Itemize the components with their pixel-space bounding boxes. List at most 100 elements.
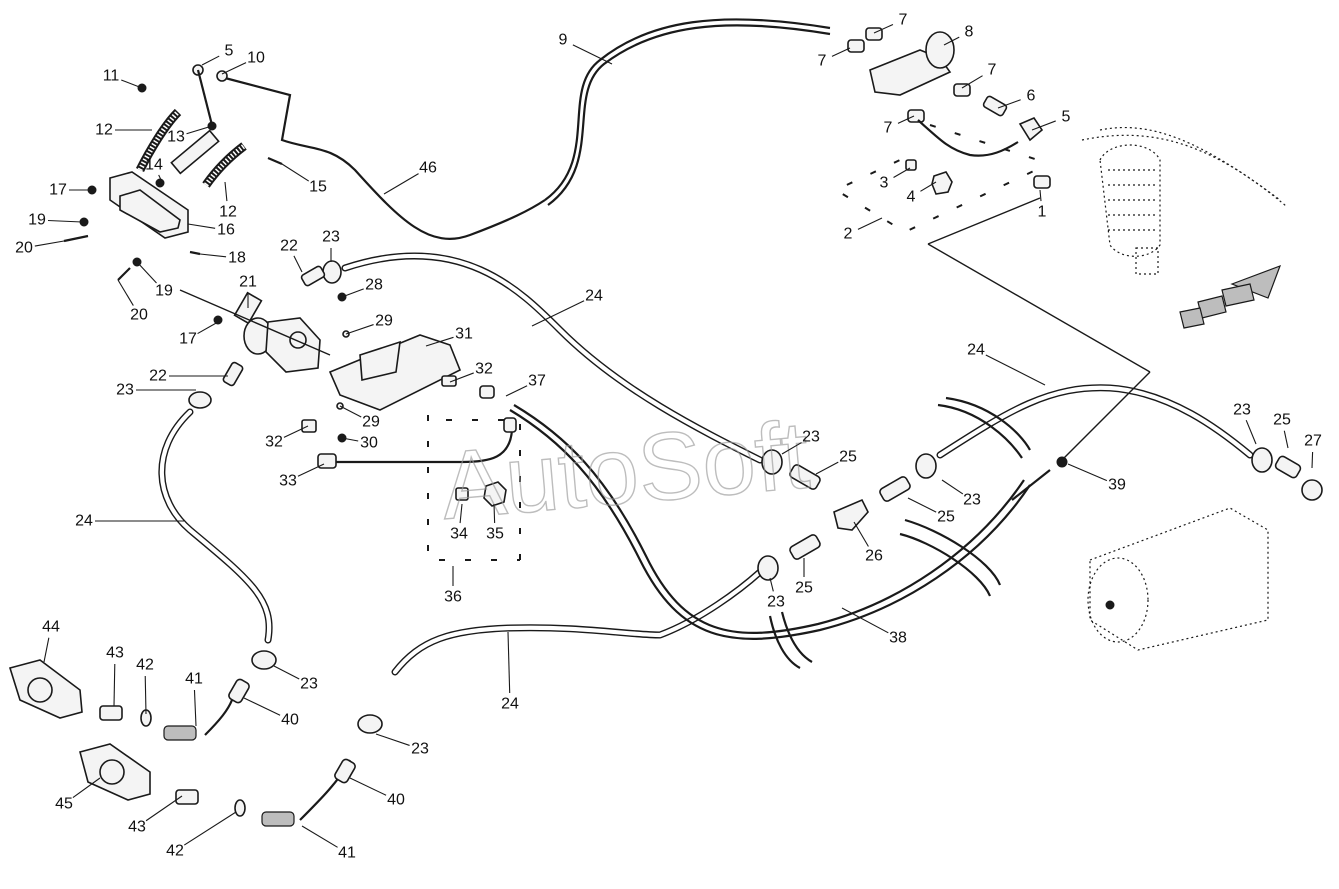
callout-label-c25c: 25 <box>937 509 955 526</box>
callout-label-c19a: 19 <box>28 212 46 229</box>
callout-label-c7c: 7 <box>988 62 997 79</box>
callout-label-c21: 21 <box>239 274 257 291</box>
callout-label-c32b: 32 <box>265 434 283 451</box>
leader-c32b <box>283 425 309 438</box>
leader-c41a <box>193 689 197 727</box>
frame-beams <box>768 396 1031 669</box>
leader-c31 <box>425 336 454 347</box>
leader-c18 <box>199 253 227 258</box>
leader-c3 <box>893 167 911 178</box>
leader-c25b <box>1283 430 1289 449</box>
leader-c7c <box>961 75 983 89</box>
callout-label-c1: 1 <box>1038 204 1047 221</box>
leader-c24d <box>507 631 511 694</box>
leader-c38 <box>841 607 889 634</box>
callout-label-c38: 38 <box>889 630 907 647</box>
leader-c17b <box>197 321 219 335</box>
leader-c5b <box>1031 120 1056 131</box>
callout-label-c42a: 42 <box>136 657 154 674</box>
callout-label-c24b: 24 <box>967 342 985 359</box>
leader-c41b <box>301 825 338 848</box>
callout-label-c41b: 41 <box>338 845 356 862</box>
leader-c23h <box>375 733 410 746</box>
leader-c8 <box>943 36 960 46</box>
callout-label-c32a: 32 <box>475 361 493 378</box>
callout-label-c17a: 17 <box>49 182 67 199</box>
callout-label-c2: 2 <box>844 226 853 243</box>
brake-pedal-assembly <box>63 64 283 325</box>
leader-c16 <box>187 223 216 229</box>
leader-c30 <box>341 437 359 442</box>
callout-label-c30: 30 <box>360 435 378 452</box>
callout-label-c5b: 5 <box>1062 109 1071 126</box>
couplings <box>789 455 1323 560</box>
callout-label-c23e: 23 <box>1233 402 1251 419</box>
callout-label-c3: 3 <box>880 175 889 192</box>
callout-label-c27: 27 <box>1304 433 1322 450</box>
leader-c37 <box>505 385 528 397</box>
callout-label-c29a: 29 <box>375 313 393 330</box>
callout-label-c17b: 17 <box>179 331 197 348</box>
leader-c24a <box>531 300 585 327</box>
leader-c12b <box>224 181 228 202</box>
callout-label-c22a: 22 <box>280 238 298 255</box>
leader-c29b <box>339 405 362 418</box>
leader-c33 <box>297 463 325 477</box>
leader-c44 <box>43 637 50 663</box>
callout-label-c20a: 20 <box>15 240 33 257</box>
callout-label-c11: 11 <box>103 68 120 85</box>
leader-c42b <box>183 811 237 846</box>
callout-label-c41a: 41 <box>185 671 203 688</box>
callout-label-c24c: 24 <box>75 513 93 530</box>
leader-c4 <box>920 181 937 192</box>
leader-c23c <box>781 442 802 455</box>
callout-label-c25b: 25 <box>1273 412 1291 429</box>
leader-c15 <box>281 163 310 182</box>
leader-c42a <box>144 675 147 715</box>
leader-c22a <box>293 255 303 273</box>
leader-c23g <box>273 665 300 680</box>
callout-label-c36: 36 <box>444 589 462 606</box>
callout-label-c12a: 12 <box>95 122 113 139</box>
leader-c10 <box>221 62 247 75</box>
callout-label-c24a: 24 <box>585 288 603 305</box>
callout-label-c23b: 23 <box>116 382 134 399</box>
callout-label-c23h: 23 <box>411 741 429 758</box>
callout-label-c7b: 7 <box>818 53 827 70</box>
leader-c32a <box>449 372 474 383</box>
leader-c24b <box>985 354 1046 386</box>
kit-36 <box>427 385 521 561</box>
callout-label-c23d: 23 <box>963 492 981 509</box>
callout-label-c7d: 7 <box>884 120 893 137</box>
gladhand-couplers <box>8 659 356 827</box>
leader-c20b <box>117 279 134 306</box>
brake-valve <box>833 27 1151 501</box>
callout-label-c25d: 25 <box>795 580 813 597</box>
callout-label-c4: 4 <box>907 189 916 206</box>
leader-c11 <box>121 79 143 89</box>
callout-labels: 1234556777789101112121314151617171819192… <box>15 12 1322 862</box>
leader-c14 <box>158 174 163 183</box>
leader-c20a <box>34 240 65 247</box>
callout-label-c43a: 43 <box>106 645 124 662</box>
callout-label-c9: 9 <box>559 32 568 49</box>
spring-brake-chamber <box>1081 127 1287 275</box>
callout-label-c43b: 43 <box>128 819 146 836</box>
leader-c23e <box>1245 419 1257 445</box>
leader-c25c <box>907 497 937 513</box>
callout-label-c37: 37 <box>528 373 546 390</box>
callout-label-c8: 8 <box>965 24 974 41</box>
callout-label-c26: 26 <box>865 548 883 565</box>
leader-c43b <box>145 795 183 822</box>
leader-c39 <box>1067 463 1108 482</box>
leader-c5a <box>201 55 220 66</box>
callout-label-c34: 34 <box>450 526 468 543</box>
callout-label-c23f: 23 <box>767 594 785 611</box>
callout-label-c22b: 22 <box>149 368 167 385</box>
leader-c45 <box>72 777 101 799</box>
leader-c7d <box>897 115 915 124</box>
callout-label-c44: 44 <box>42 619 60 636</box>
leader-c23d <box>941 479 964 495</box>
leader-c40a <box>243 697 281 716</box>
